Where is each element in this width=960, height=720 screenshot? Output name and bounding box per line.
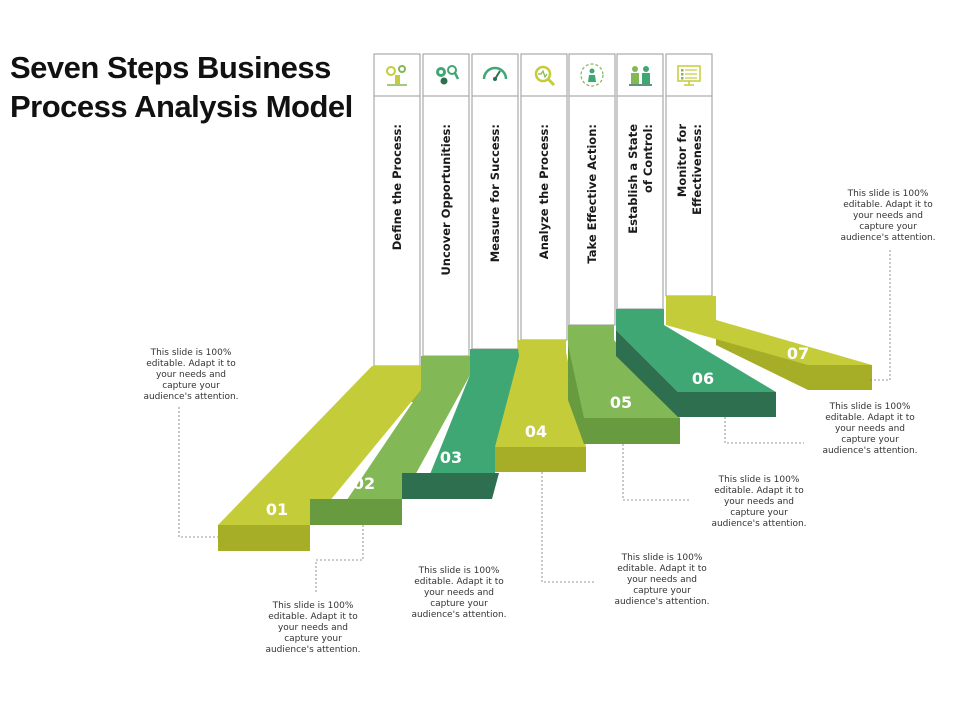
note-line: audience's attention. [840, 233, 936, 243]
note-line: This slide is 100% [829, 402, 911, 412]
note-line: editable. Adapt it to [843, 200, 933, 210]
note-line: your needs and [626, 575, 698, 585]
note-line: This slide is 100% [621, 553, 703, 563]
note-line: capture your [633, 586, 691, 596]
note-line: audience's attention. [143, 392, 239, 402]
step-column-5 [568, 53, 616, 326]
note-step-5: This slide is 100% editable. Adapt it to… [695, 475, 823, 530]
connector-line-4 [622, 444, 691, 501]
note-line: editable. Adapt it to [825, 413, 915, 423]
step-ribbon-3 [402, 349, 519, 499]
connector-line-6 [870, 250, 891, 381]
step-label-5: Take Effective Action: [585, 124, 599, 264]
note-line: editable. Adapt it to [617, 564, 707, 574]
connector-line-3 [541, 472, 594, 583]
connector-line-5 [724, 417, 804, 444]
step-label-7: Monitor forEffectiveness: [675, 124, 704, 215]
note-line: editable. Adapt it to [414, 577, 504, 587]
note-line: editable. Adapt it to [268, 612, 358, 622]
title-line-2: Process Analysis Model [10, 89, 353, 124]
note-line: This slide is 100% [272, 601, 354, 611]
step-label-1: Define the Process: [390, 124, 404, 250]
gears-magnifier-icon [436, 65, 460, 85]
note-line: your needs and [155, 370, 227, 380]
magnifier-pulse-icon [534, 65, 556, 87]
monitor-checklist-icon [677, 65, 701, 86]
note-line: your needs and [723, 497, 795, 507]
note-line: This slide is 100% [150, 348, 232, 358]
title-line-1: Seven Steps Business [10, 50, 331, 85]
note-step-6: This slide is 100% editable. Adapt it to… [806, 402, 934, 457]
note-line: audience's attention. [265, 645, 361, 655]
step-number-2: 02 [353, 474, 375, 493]
step-number-4: 04 [525, 422, 547, 441]
note-line: your needs and [423, 588, 495, 598]
step-ribbon-4 [495, 340, 586, 472]
step-label-3: Measure for Success: [488, 124, 502, 262]
note-line: audience's attention. [822, 446, 918, 456]
note-line: capture your [284, 634, 342, 644]
note-line: capture your [430, 599, 488, 609]
step-ribbon-6 [616, 309, 776, 417]
note-line: capture your [162, 381, 220, 391]
note-line: capture your [730, 508, 788, 518]
note-line: capture your [859, 222, 917, 232]
connector-line-2 [315, 525, 364, 594]
note-line: capture your [841, 435, 899, 445]
step-label-6: Establish a Stateof Control: [626, 124, 655, 234]
step-label-4: Analyze the Process: [537, 124, 551, 259]
connector-line-1 [178, 407, 218, 538]
note-line: audience's attention. [411, 610, 507, 620]
note-step-4: This slide is 100% editable. Adapt it to… [598, 553, 726, 608]
step-ribbon-7 [666, 296, 872, 390]
note-line: editable. Adapt it to [146, 359, 236, 369]
page-title: Seven Steps Business Process Analysis Mo… [10, 48, 353, 126]
step-column-2 [422, 53, 470, 357]
step-number-1: 01 [266, 500, 288, 519]
speedometer-icon [482, 66, 508, 81]
step-ribbon-1 [218, 366, 421, 551]
note-line: your needs and [277, 623, 349, 633]
step-number-3: 03 [440, 448, 462, 467]
step-column-7 [665, 53, 713, 297]
note-line: This slide is 100% [847, 189, 929, 199]
note-line: your needs and [852, 211, 924, 221]
step-number-7: 07 [787, 344, 809, 363]
step-number-5: 05 [610, 393, 632, 412]
note-step-3: This slide is 100% editable. Adapt it to… [395, 566, 523, 621]
person-cycle-icon [580, 63, 604, 87]
note-step-2: This slide is 100% editable. Adapt it to… [249, 601, 377, 656]
note-line: editable. Adapt it to [714, 486, 804, 496]
note-line: This slide is 100% [418, 566, 500, 576]
note-line: This slide is 100% [718, 475, 800, 485]
step-column-3 [471, 53, 519, 350]
note-line: audience's attention. [711, 519, 807, 529]
step-label-2: Uncover Opportunities: [439, 124, 453, 276]
note-step-1: This slide is 100% editable. Adapt it to… [127, 348, 255, 403]
step-ribbon-5 [568, 325, 680, 444]
note-line: audience's attention. [614, 597, 710, 607]
step-number-6: 06 [692, 369, 714, 388]
team-control-icon [629, 66, 652, 86]
gears-lightbulb-icon [386, 65, 407, 86]
step-column-6 [616, 53, 664, 310]
note-step-7: This slide is 100% editable. Adapt it to… [824, 189, 952, 244]
note-line: your needs and [834, 424, 906, 434]
step-ribbon-2 [310, 356, 470, 525]
